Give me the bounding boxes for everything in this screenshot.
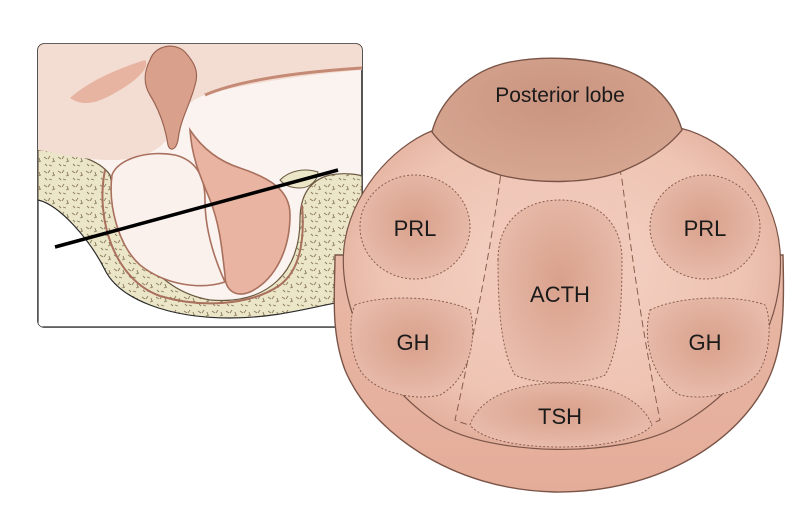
label-posterior-lobe: Posterior lobe — [495, 84, 625, 107]
label-gh-right: GH — [689, 330, 722, 355]
label-prl-left: PRL — [394, 216, 437, 241]
optic-chiasm — [70, 60, 147, 104]
zone-prl-right — [649, 174, 761, 280]
label-gh-left: GH — [397, 330, 430, 355]
zone-tsh — [469, 382, 653, 448]
label-acth: ACTH — [530, 282, 590, 307]
bone-lower-space — [38, 199, 362, 327]
zone-gh-left — [350, 297, 474, 398]
sagittal-inset — [37, 43, 363, 328]
zone-acth — [497, 199, 623, 383]
stalk-outline — [204, 66, 362, 97]
inset-anterior-lobe — [110, 152, 227, 287]
label-tsh: TSH — [538, 404, 582, 429]
sella-capsule — [101, 169, 304, 305]
label-prl-right: PRL — [684, 216, 727, 241]
posterior-lobe — [431, 57, 683, 183]
sella-bone — [38, 149, 362, 327]
zone-prl-left — [359, 174, 471, 280]
axial-section: Posterior lobe PRL PRL ACTH GH GH TSH — [333, 57, 785, 493]
infundibulum — [144, 45, 198, 150]
zone-gh-right — [646, 297, 770, 398]
inset-posterior-lobe — [189, 127, 291, 295]
section-cut-line — [54, 168, 339, 249]
